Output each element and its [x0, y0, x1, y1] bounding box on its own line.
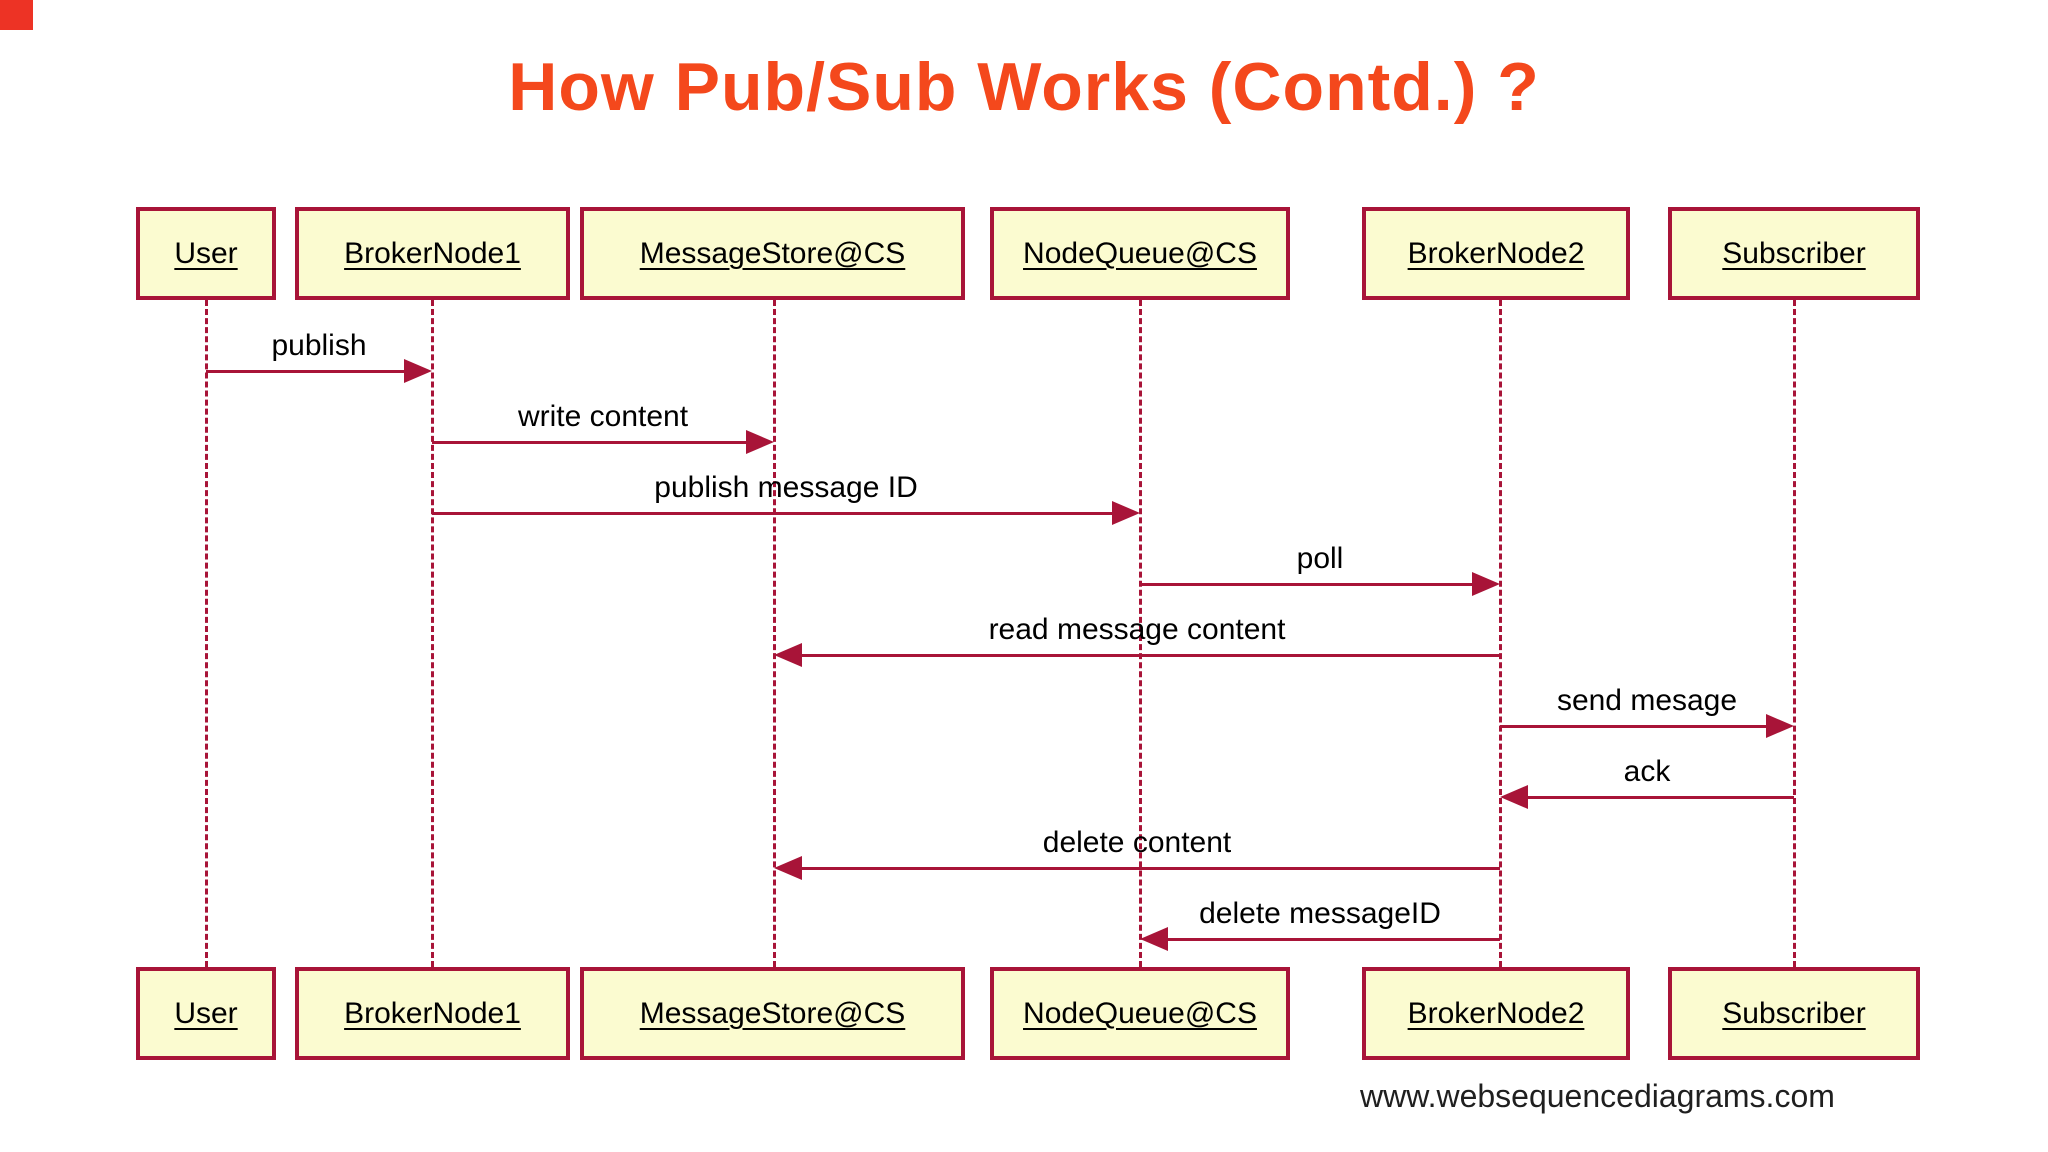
message-label: read message content — [988, 613, 1286, 646]
actor-box-top-subscriber: Subscriber — [1668, 207, 1920, 300]
message-label: delete messageID — [1199, 897, 1441, 930]
actor-label: Subscriber — [1722, 236, 1866, 270]
lifeline-subscriber — [1793, 300, 1796, 967]
message-arrow-line — [432, 512, 1120, 515]
arrowhead-icon — [1766, 714, 1794, 738]
lifeline-brokernode1 — [431, 300, 434, 967]
message-label: publish message ID — [654, 471, 918, 504]
arrowhead-icon — [1112, 501, 1140, 525]
arrowhead-icon — [1140, 927, 1168, 951]
lifeline-nodequeue@cs — [1139, 300, 1142, 967]
message-arrow-line — [794, 867, 1500, 870]
actor-box-top-brokernode1: BrokerNode1 — [295, 207, 570, 300]
actor-label: User — [174, 996, 238, 1030]
actor-label: MessageStore@CS — [639, 996, 906, 1030]
arrowhead-icon — [1472, 572, 1500, 596]
arrowhead-icon — [746, 430, 774, 454]
actor-label: Subscriber — [1722, 996, 1866, 1030]
message-label: send mesage — [1556, 684, 1738, 717]
message-arrow-line — [1160, 938, 1500, 941]
actor-label: BrokerNode2 — [1407, 996, 1585, 1030]
lifeline-messagestore@cs — [773, 300, 776, 967]
actor-box-bottom-subscriber: Subscriber — [1668, 967, 1920, 1060]
lifeline-brokernode2 — [1499, 300, 1502, 967]
watermark-text: www.websequencediagrams.com — [1360, 1078, 1835, 1114]
actor-label: BrokerNode2 — [1407, 236, 1585, 270]
message-label: ack — [1623, 755, 1671, 788]
message-arrow-line — [432, 441, 754, 444]
actor-box-bottom-messagestore@cs: MessageStore@CS — [580, 967, 965, 1060]
message-arrow-line — [794, 654, 1500, 657]
actor-label: BrokerNode1 — [344, 236, 521, 270]
actor-label: NodeQueue@CS — [1023, 996, 1257, 1030]
actor-box-top-user: User — [136, 207, 276, 300]
slide-title: How Pub/Sub Works (Contd.) ? — [508, 49, 1540, 125]
lifeline-user — [205, 300, 208, 967]
arrowhead-icon — [774, 643, 802, 667]
actor-box-bottom-nodequeue@cs: NodeQueue@CS — [990, 967, 1290, 1060]
actor-label: MessageStore@CS — [639, 236, 906, 270]
message-arrow-line — [1140, 583, 1480, 586]
actor-box-bottom-brokernode2: BrokerNode2 — [1362, 967, 1630, 1060]
actor-box-top-brokernode2: BrokerNode2 — [1362, 207, 1630, 300]
message-label: poll — [1296, 542, 1344, 575]
message-label: delete content — [1042, 826, 1232, 859]
actor-box-top-nodequeue@cs: NodeQueue@CS — [990, 207, 1290, 300]
actor-label: User — [174, 236, 238, 270]
actor-box-bottom-user: User — [136, 967, 276, 1060]
corner-red-square — [0, 0, 33, 30]
arrowhead-icon — [1500, 785, 1528, 809]
actor-label: NodeQueue@CS — [1023, 236, 1257, 270]
message-label: publish — [271, 329, 367, 362]
actor-box-bottom-brokernode1: BrokerNode1 — [295, 967, 570, 1060]
actor-box-top-messagestore@cs: MessageStore@CS — [580, 207, 965, 300]
arrowhead-icon — [404, 359, 432, 383]
message-arrow-line — [1520, 796, 1794, 799]
message-arrow-line — [206, 370, 412, 373]
arrowhead-icon — [774, 856, 802, 880]
message-arrow-line — [1500, 725, 1774, 728]
actor-label: BrokerNode1 — [344, 996, 521, 1030]
message-label: write content — [517, 400, 689, 433]
